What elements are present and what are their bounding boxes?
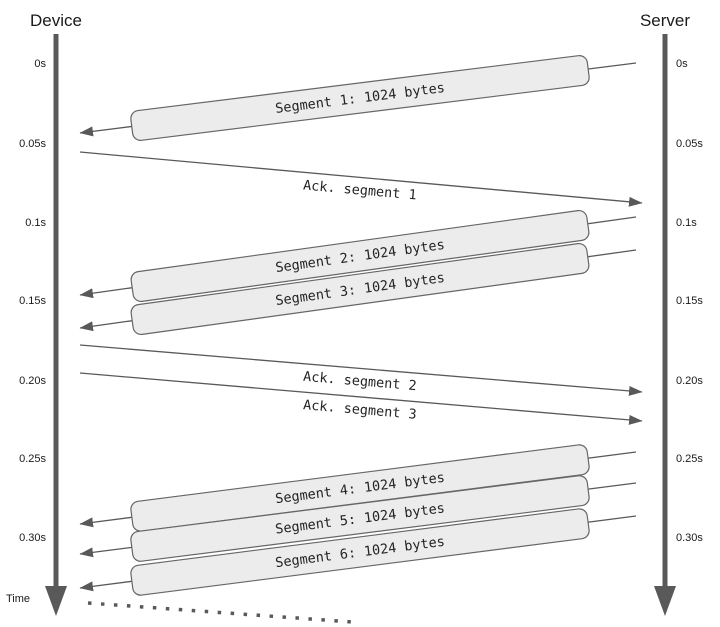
message-box: [130, 508, 590, 596]
message-arrow: [79, 372, 643, 425]
left-tick-0: 0s: [34, 58, 46, 70]
server-label: Server: [640, 11, 690, 30]
right-tick-5: 0.25s: [676, 453, 703, 465]
message-label: Ack. segment 2: [303, 369, 418, 394]
message-segment-1: Segment 1: 1024 bytes: [79, 55, 637, 141]
message-box: [130, 55, 590, 141]
left-tick-2: 0.1s: [25, 217, 46, 229]
right-tick-3: 0.15s: [676, 295, 703, 307]
server-lifeline: Server 0s 0.05s 0.1s 0.15s 0.20s 0.25s 0…: [640, 11, 703, 616]
message-arrow: [79, 151, 643, 207]
device-lifeline-down-arrow-icon: [45, 586, 67, 616]
left-tick-5: 0.25s: [19, 453, 46, 465]
message-ack-1: Ack. segment 1: [79, 151, 643, 207]
right-tick-0: 0s: [676, 58, 688, 70]
device-label: Device: [30, 11, 82, 30]
server-lifeline-down-arrow-icon: [654, 586, 676, 616]
left-tick-3: 0.15s: [19, 295, 46, 307]
message-ack-2: Ack. segment 2: [79, 344, 643, 396]
time-continuation-dots: [87, 601, 353, 624]
right-tick-1: 0.05s: [676, 138, 703, 150]
right-tick-4: 0.20s: [676, 375, 703, 387]
message-arrow: [79, 344, 643, 396]
left-tick-4: 0.20s: [19, 375, 46, 387]
message-segment-4: Segment 4: 1024 bytes: [79, 444, 637, 532]
message-box: [130, 209, 590, 303]
device-lifeline: Device 0s 0.05s 0.1s 0.15s 0.20s 0.25s 0…: [6, 11, 82, 616]
right-tick-6: 0.30s: [676, 532, 703, 544]
time-axis-label: Time: [6, 593, 30, 605]
message-box: [130, 242, 590, 336]
right-tick-2: 0.1s: [676, 217, 697, 229]
message-box: [130, 475, 590, 562]
left-tick-6: 0.30s: [19, 532, 46, 544]
left-tick-1: 0.05s: [19, 138, 46, 150]
